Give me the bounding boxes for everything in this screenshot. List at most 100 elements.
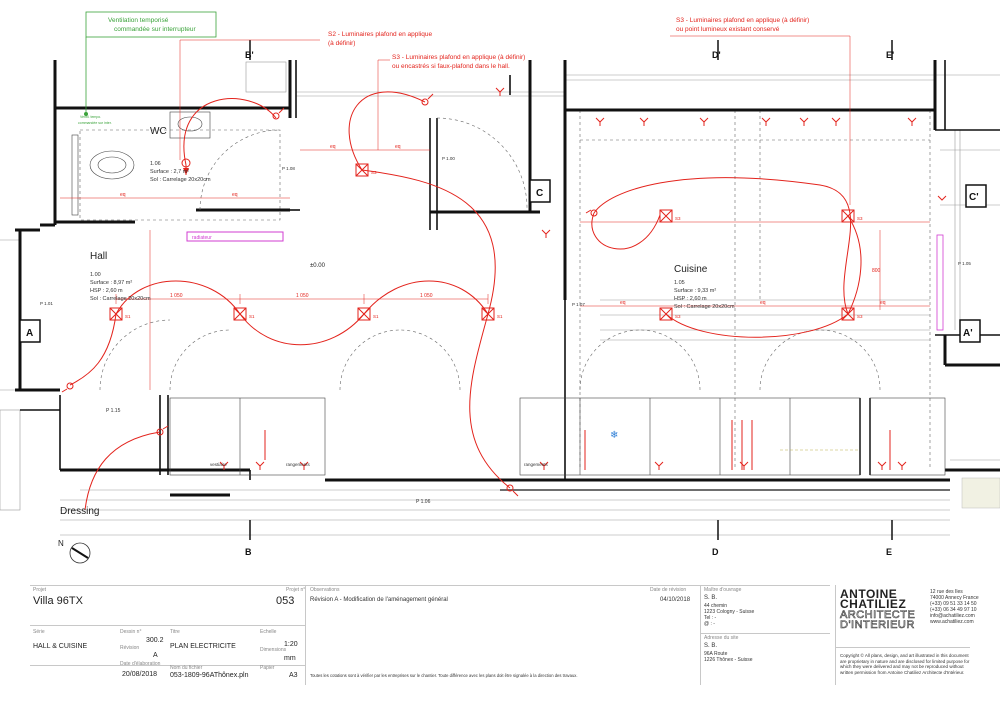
project-label: Projet — [33, 587, 47, 593]
north-arrow-icon: N — [58, 539, 91, 564]
file-label: Nom du fichier — [170, 665, 203, 671]
switch — [421, 93, 434, 106]
room-name-kitchen: Cuisine — [674, 264, 708, 275]
level-mark: ±0.00 — [310, 263, 326, 269]
dim-800: 800 — [872, 268, 881, 274]
dim-p100: P 1.00 — [442, 156, 455, 161]
section-mark-b: B — [245, 547, 252, 557]
dim-eq-2: eq — [760, 300, 766, 306]
room-surface-kitchen: Surface : 9,33 m² — [674, 288, 716, 294]
wc-light — [181, 158, 191, 168]
vent-small-line1: Ventil. tempo. — [80, 115, 101, 119]
note-leaders — [179, 35, 851, 205]
dimensions-label: Dimensions — [260, 647, 287, 653]
ceiling-light — [481, 307, 495, 321]
circuit-label: S3 — [371, 170, 377, 175]
section-mark-e-prime: E' — [886, 50, 894, 60]
dimensions-value: mm — [284, 655, 296, 662]
ceiling-light — [659, 209, 673, 223]
ceiling-light — [841, 307, 855, 321]
s3-note-line2: ou encastrés si faux-plafond dans le hal… — [392, 63, 510, 70]
radiator-label: radiateur — [192, 235, 212, 241]
dim-p107: P 1.07 — [572, 302, 585, 307]
vent-small-line2: commandée sur inter. — [78, 121, 112, 125]
switch — [61, 382, 74, 393]
site-label: Adresse du site — [704, 635, 739, 641]
dim-p108: P 1.08 — [282, 166, 295, 171]
dim-eq-7: eq — [395, 144, 401, 150]
dim-p115: P 1.15 — [106, 408, 121, 414]
dim-p106: P 1.06 — [416, 499, 431, 505]
section-mark-a: A — [26, 328, 33, 339]
room-name-wc: WC — [150, 126, 167, 137]
s2-note-line1: S2 - Luminaires plafond en applique — [328, 31, 432, 38]
section-markers — [19, 40, 987, 540]
series-value: HALL & CUISINE — [33, 643, 88, 650]
title-block: Projet Villa 96TX Projet n° 053 Série HA… — [0, 577, 1000, 707]
title-label: Titre — [170, 629, 180, 635]
dim-eq-3: eq — [880, 300, 886, 306]
switch — [156, 425, 169, 436]
ceiling-light — [109, 307, 123, 321]
file-name: 053-1809-96AThônex.pln — [170, 672, 249, 679]
copyright-notice: Copyright © All plans, design, and art i… — [840, 653, 970, 675]
scale-value: 1:20 — [284, 641, 298, 648]
site-note: Toutes les cotations sont à vérifier par… — [310, 673, 578, 678]
room-height-kitchen: HSP : 2,60 m — [674, 296, 707, 302]
circuit-label: S3 — [857, 216, 863, 221]
ventilation-note-line1: Ventilation temporisé — [108, 17, 169, 24]
electrical-circuits — [69, 91, 862, 511]
switches — [61, 93, 598, 497]
furniture: ❄ — [71, 111, 946, 476]
vestiaire-label: vestiaire — [210, 462, 227, 467]
paper-value: A3 — [289, 672, 298, 679]
dim-p105: P 1.05 — [958, 261, 971, 266]
owner-name: S. B. — [704, 595, 718, 601]
section-mark-c: C — [536, 188, 543, 199]
revision-date-label: Date de révision — [650, 587, 687, 593]
circuit-label: S3 — [857, 314, 863, 319]
s2-note-line2: (à définir) — [328, 40, 355, 47]
project-number: 053 — [276, 595, 295, 607]
site-name: S. B. — [704, 643, 718, 649]
room-name-dressing: Dressing — [60, 506, 99, 517]
rangements-label-2: rangements — [524, 462, 549, 467]
room-floor-kitchen: Sol : Carrelage 20x20cm — [674, 304, 735, 310]
dimension-lines — [60, 149, 950, 491]
circuit-label: S1 — [249, 314, 255, 319]
room-number-kitchen: 1.05 — [674, 280, 685, 286]
ceiling-light — [233, 307, 247, 321]
revision-label: Révision — [120, 645, 140, 651]
room-floor-wc: Sol : Carrelage 20x20cm — [150, 177, 211, 183]
site-address-1: 96A Route — [704, 651, 728, 657]
drawing-title: PLAN ELECTRICITE — [170, 643, 236, 650]
dim-eq-6: eq — [330, 144, 336, 150]
revision-value: A — [153, 652, 158, 659]
ceiling-light — [841, 209, 855, 223]
circuit-label: S1 — [497, 314, 503, 319]
project-no-label: Projet n° — [286, 587, 306, 593]
owner-address-1: 44 chemin — [704, 603, 728, 609]
circuit-label: S1 — [373, 314, 379, 319]
ventilation-note-line2: commandée sur interrupteur — [114, 26, 196, 33]
switch — [506, 484, 519, 497]
revision-date: 04/10/2018 — [660, 597, 691, 603]
section-mark-a-prime: A' — [963, 328, 973, 339]
room-number-wc: 1.06 — [150, 161, 161, 167]
ceiling-light — [357, 307, 371, 321]
wc-fan-icon — [183, 168, 189, 175]
drawing-no-label: Dessin n° — [120, 629, 142, 635]
circuit-label: S3 — [675, 216, 681, 221]
project-name: Villa 96TX — [33, 595, 83, 607]
site-address-2: 1226 Thônex - Suisse — [704, 657, 753, 663]
dim-p101: P 1.01 — [40, 301, 53, 306]
dim-eq-5: eq — [232, 192, 238, 198]
room-surface-wc: Surface : 2,7 m² — [150, 169, 189, 175]
room-surface-hall: Surface : 8,97 m² — [90, 280, 132, 286]
room-name-hall: Hall — [90, 251, 107, 262]
room-number-hall: 1.00 — [90, 272, 101, 278]
dim-eq-1: eq — [620, 300, 626, 306]
room-height-hall: HSP : 2,60 m — [90, 288, 123, 294]
date-label: Date d'élaboration — [120, 661, 161, 667]
